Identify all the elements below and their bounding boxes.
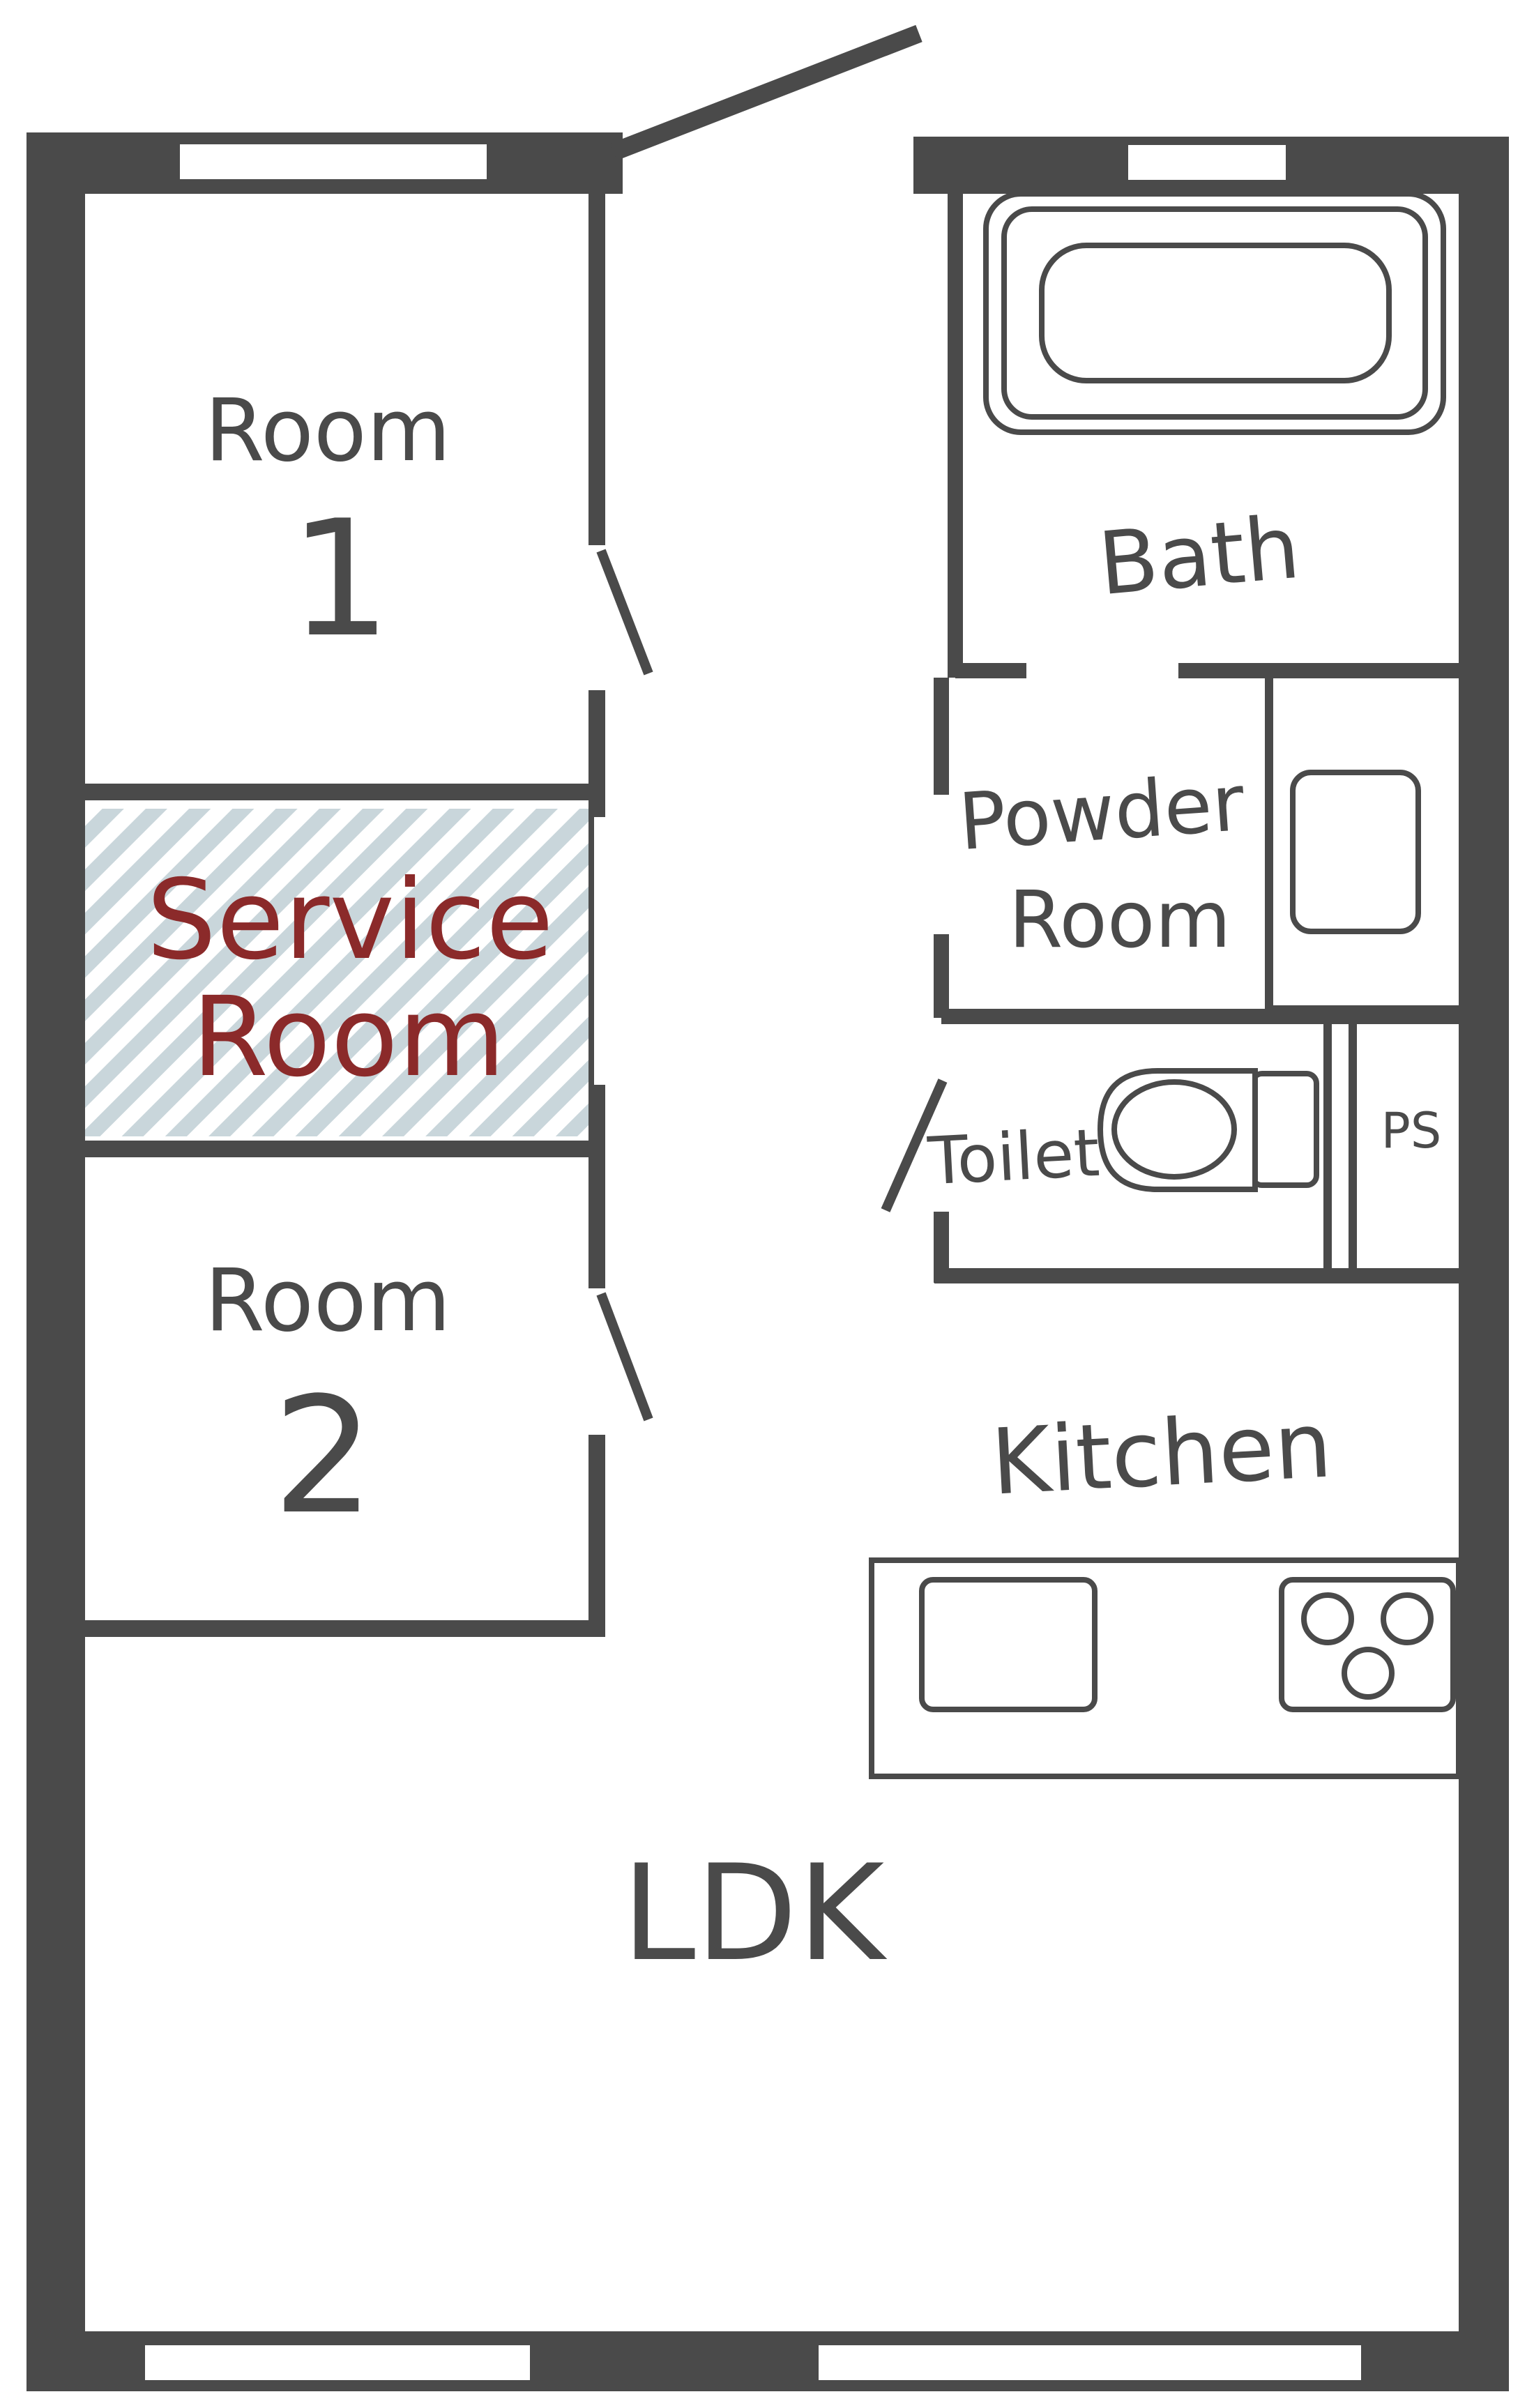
window-room1 [180,144,487,179]
thin-partitions [1265,678,1459,1276]
room1-label: Room [204,381,450,481]
room1-door [596,549,653,676]
burner-2 [1381,1592,1434,1645]
interior-walls-right [934,194,1459,1283]
room2-number: 2 [273,1364,374,1550]
entrance-door-leaf [610,24,922,161]
toilet-bowl-inner [1111,1079,1237,1180]
toilet-tank [1250,1071,1319,1188]
left-block-doors [596,549,653,1422]
powder-room-label-line2: Room [1009,875,1231,966]
burner-3 [1342,1647,1395,1700]
bathtub [983,191,1446,435]
burner-1 [1301,1592,1354,1645]
wall-left [26,132,85,2391]
stove [1279,1577,1456,1712]
windows [145,144,1361,2380]
bathtub-middle [1001,206,1428,420]
bathtub-outer [983,191,1446,435]
toilet-fixture [1097,1068,1319,1192]
toilet-label: Toilet [925,1115,1101,1201]
counter-top [869,1557,1461,1779]
kitchen-counter [869,1557,1461,1779]
kitchen-sink [919,1577,1098,1712]
window-bottom-right [819,2345,1361,2380]
bathtub-inner [1039,243,1392,383]
ps-label: PS [1381,1102,1442,1159]
room1-number: 1 [289,487,391,673]
service-room-fill [85,809,588,1136]
window-bath [1128,145,1286,180]
interior-walls-left [85,194,605,1637]
room2-door [596,1292,653,1422]
service-room-label-line1: Service [146,856,554,984]
window-bottom-left [145,2345,530,2380]
kitchen-label: Kitchen [989,1392,1335,1515]
service-room-label-line2: Room [192,973,506,1102]
entrance-door [606,24,922,194]
washbasin [1290,770,1421,934]
ldk-label: LDK [622,1836,888,1990]
room2-label: Room [204,1251,450,1351]
bath-label: Bath [1095,498,1304,616]
toilet-door [881,1079,948,1212]
wall-right [1459,137,1509,2391]
room-labels: Room 1 Service Room Room 2 Bath Powder R… [146,381,1441,1990]
powder-room-label-line1: Powder [956,758,1248,868]
